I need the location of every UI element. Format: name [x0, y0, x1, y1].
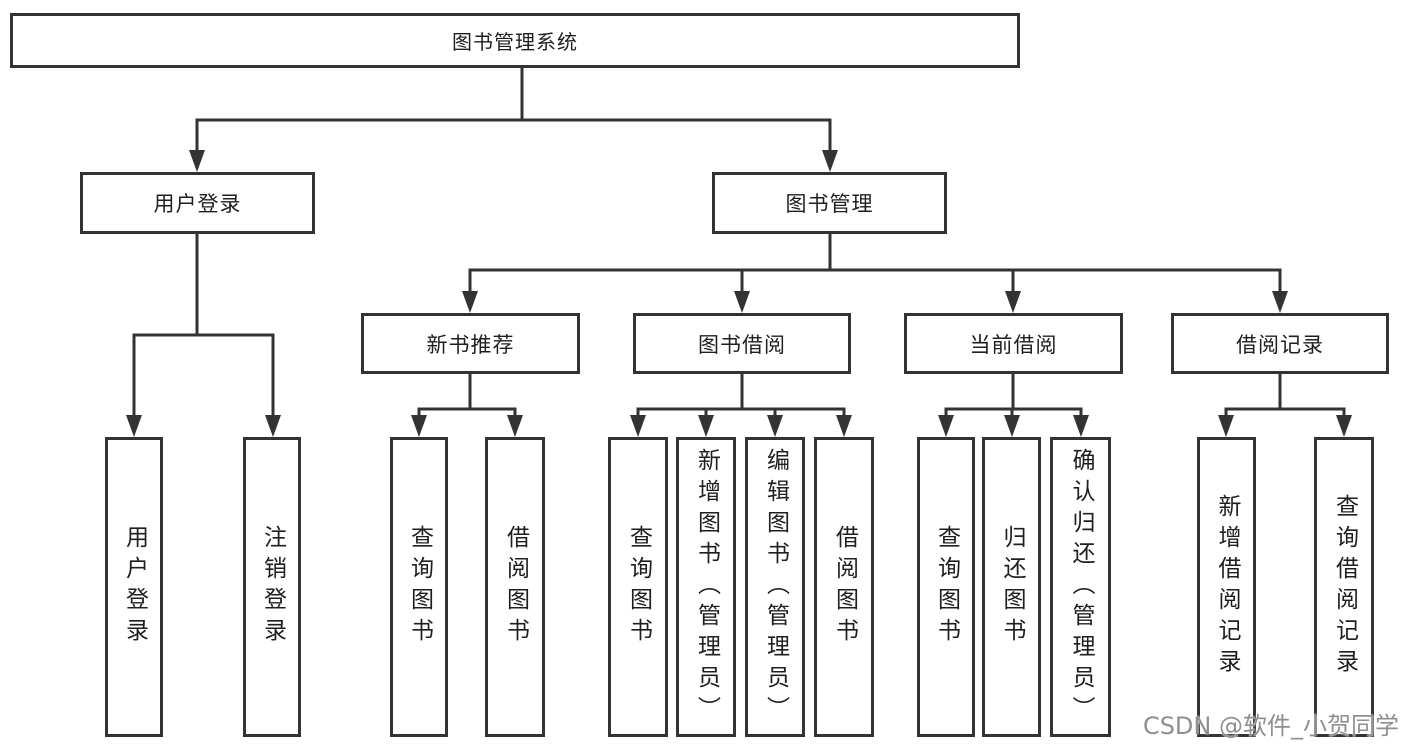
node-user-login: 用户登录: [80, 172, 315, 234]
node-label: 当前借阅: [969, 332, 1058, 357]
node-query-books-2: 查询图书: [608, 437, 668, 737]
node-user-login-action: 用户登录: [105, 437, 163, 737]
node-add-borrow-record: 新增借阅记录: [1197, 437, 1256, 737]
node-root-system: 图书管理系统: [10, 13, 1020, 68]
arrowheads: [126, 150, 1352, 437]
node-label: 图书管理系统: [452, 30, 578, 54]
node-label: 图书借阅: [698, 332, 786, 357]
node-label: 注销登录: [259, 525, 286, 649]
node-add-books-admin: 新增图书（管理员）: [676, 437, 736, 737]
node-label: 借阅图书: [831, 525, 858, 649]
node-label: 用户登录: [121, 525, 148, 649]
node-new-book-recommend: 新书推荐: [361, 313, 580, 374]
node-label: 新增借阅记录: [1214, 494, 1240, 680]
node-current-borrow: 当前借阅: [904, 313, 1123, 374]
node-label: 用户登录: [153, 192, 242, 216]
node-query-books-3: 查询图书: [917, 437, 975, 737]
node-label: 新增图书（管理员）: [693, 447, 720, 727]
node-label: 借阅图书: [502, 525, 529, 649]
node-label: 图书管理: [785, 192, 874, 216]
node-label: 确认归还（管理员）: [1068, 447, 1094, 727]
watermark: CSDN @软件_小贺同学: [1142, 712, 1399, 740]
node-return-books: 归还图书: [982, 437, 1041, 737]
node-book-borrow: 图书借阅: [633, 313, 851, 374]
node-label: 编辑图书（管理员）: [762, 447, 789, 727]
node-logout-action: 注销登录: [243, 437, 301, 737]
node-label: 查询图书: [933, 525, 960, 649]
node-borrow-books-1: 借阅图书: [485, 437, 545, 737]
node-book-management: 图书管理: [712, 172, 947, 234]
node-label: 归还图书: [999, 525, 1025, 649]
node-borrow-books-2: 借阅图书: [814, 437, 874, 737]
node-label: 新书推荐: [426, 332, 515, 357]
node-label: 查询图书: [406, 525, 433, 649]
node-label: 查询借阅记录: [1331, 494, 1358, 680]
node-query-borrow-record: 查询借阅记录: [1314, 437, 1374, 737]
node-edit-books-admin: 编辑图书（管理员）: [745, 437, 805, 737]
node-query-books-1: 查询图书: [390, 437, 448, 737]
node-borrow-records: 借阅记录: [1171, 313, 1389, 374]
node-confirm-return-admin: 确认归还（管理员）: [1050, 437, 1111, 737]
node-label: 查询图书: [625, 525, 652, 649]
node-label: 借阅记录: [1236, 332, 1324, 357]
